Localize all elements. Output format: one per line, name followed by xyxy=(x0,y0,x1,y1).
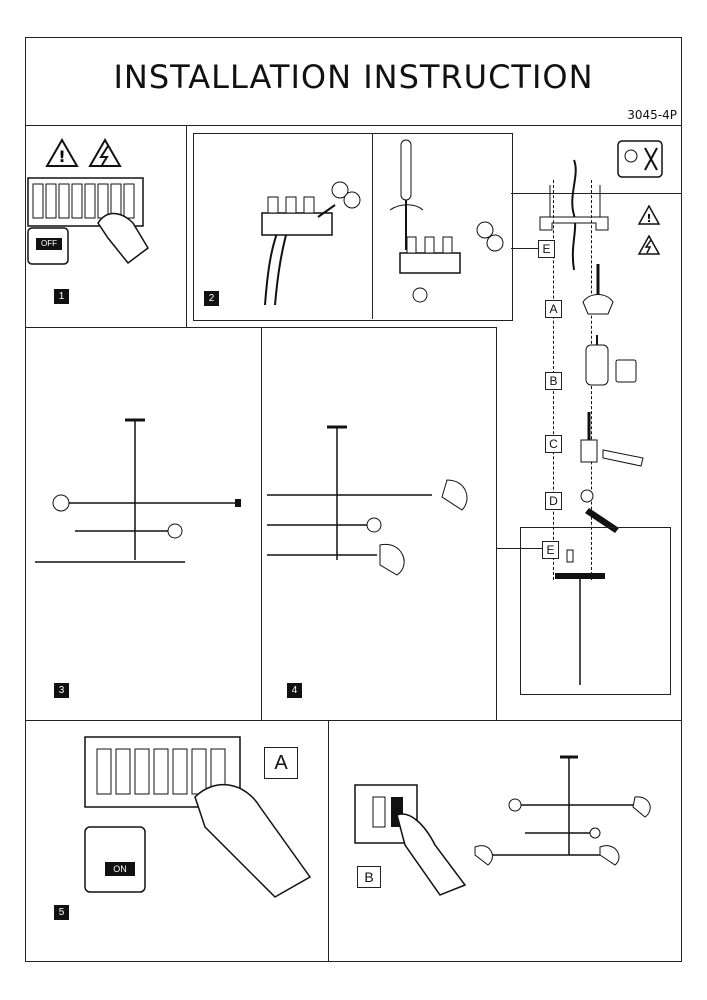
step2-frame xyxy=(193,133,513,321)
off-switch-label: OFF xyxy=(36,238,62,250)
divider-step3-4 xyxy=(261,327,262,720)
divider-step4-right xyxy=(496,327,497,720)
wall-switch-illustration xyxy=(354,784,467,896)
step4-to-e-connector xyxy=(496,548,542,549)
step4-fixture-assembly xyxy=(267,425,468,576)
tool-e-label: E xyxy=(538,240,555,258)
divider-step5 xyxy=(328,720,329,962)
step5-a-label: A xyxy=(264,747,298,779)
divider-right-panel xyxy=(511,193,682,194)
tool-b-label: B xyxy=(545,372,562,390)
tool-d-label: D xyxy=(545,492,562,510)
step-2-badge: 2 xyxy=(204,291,219,306)
divider-bottom-row xyxy=(25,720,682,721)
divider-step1-2 xyxy=(186,125,187,327)
model-code: 3045-4P xyxy=(627,108,677,122)
tool-e2-label: E xyxy=(542,541,559,559)
terminal-block-illustration xyxy=(261,181,361,306)
divider-step2-inner xyxy=(372,133,373,319)
mounting-detail-frame xyxy=(520,527,671,695)
tool-e-connector xyxy=(511,248,538,249)
electric-hazard-icon-right xyxy=(637,234,661,255)
screwdriver-terminal-illustration xyxy=(389,139,504,303)
hammer-anchor-icon xyxy=(580,412,644,467)
warning-icon: ! xyxy=(45,137,79,167)
step-3-badge: 3 xyxy=(54,683,69,698)
drill-tool-icon xyxy=(585,335,637,386)
pen-tool-icon xyxy=(582,264,614,315)
svg-text:!: ! xyxy=(646,212,651,225)
page-frame xyxy=(25,37,682,962)
step-5-badge: 5 xyxy=(54,905,69,920)
canopy-mount-illustration xyxy=(555,549,605,685)
breaker-panel-illustration xyxy=(27,177,149,265)
svg-text:!: ! xyxy=(58,147,65,166)
page-title: INSTALLATION INSTRUCTION xyxy=(113,58,594,96)
tool-a-label: A xyxy=(545,300,562,318)
step-1-badge: 1 xyxy=(54,289,69,304)
electric-hazard-icon xyxy=(88,137,122,167)
screwdriver-tool-icon xyxy=(580,489,619,533)
step-4-badge: 4 xyxy=(287,683,302,698)
on-switch-label: ON xyxy=(105,862,135,876)
divider-header xyxy=(25,125,682,126)
divider-top-row xyxy=(25,327,496,328)
children-keep-away-icon xyxy=(617,140,663,178)
warning-icon-right: ! xyxy=(637,204,661,225)
assembled-fixture-illustration xyxy=(474,755,651,866)
step5-b-label: B xyxy=(357,866,381,888)
step3-fixture-assembly xyxy=(35,418,241,563)
tool-c-label: C xyxy=(545,435,562,453)
